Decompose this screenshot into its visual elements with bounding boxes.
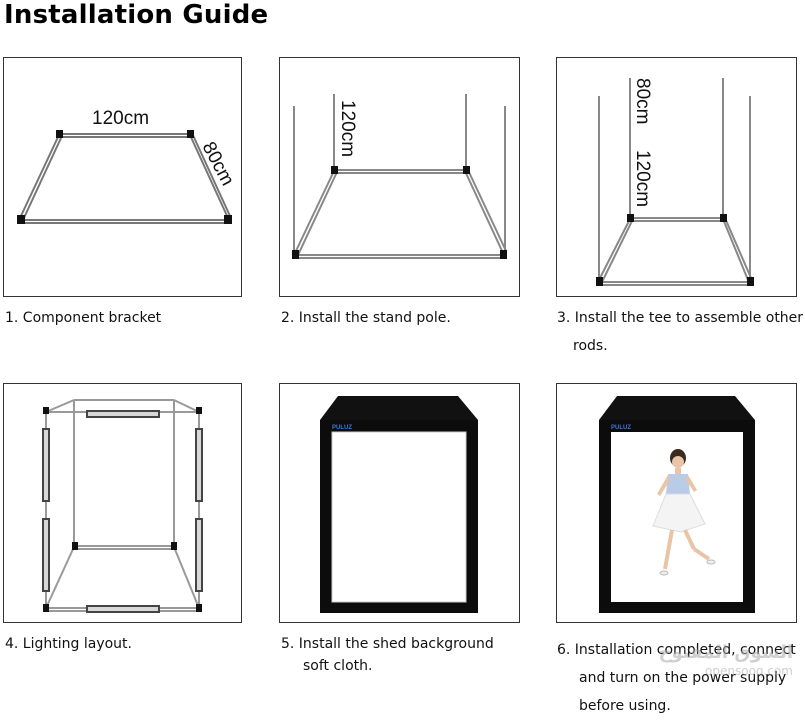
watermark-arabic: السوق المفتوح (658, 642, 793, 663)
step-2-caption: 2. Install the stand pole. (281, 304, 451, 332)
dim-lower-label: 120cm (632, 150, 653, 207)
step-5-illustration: PULUZ (279, 383, 520, 623)
stand-pole-diagram: 120cm (292, 94, 507, 259)
step-4-caption: 4. Lighting layout. (5, 630, 132, 658)
step-4-illustration (3, 383, 242, 623)
brand-logo-2: PULUZ (611, 425, 631, 431)
step-5-text: 5. Install the shed background (281, 636, 494, 652)
watermark-latin: opensooq.com (705, 664, 793, 678)
watermark: السوق المفتوح opensooq.com (659, 644, 793, 680)
softbox-cloth-diagram: PULUZ (320, 396, 478, 613)
step-3-illustration: 80cm 120cm (556, 57, 797, 297)
lighting-layout-diagram (42, 399, 203, 613)
step-5-caption: 5. Install the shed background soft clot… (281, 630, 494, 677)
step-1-caption: 1. Component bracket (5, 304, 161, 332)
led-strips (42, 410, 203, 613)
page-title: Installation Guide (4, 0, 269, 30)
step-3-text-line2: rods. (573, 338, 608, 354)
step-6-text-line3: before using. (579, 698, 671, 714)
brand-logo: PULUZ (332, 425, 352, 431)
step-6-text-line2: and turn on the power supply (579, 670, 787, 686)
step-5-text-line2: soft cloth. (303, 658, 373, 674)
completed-softbox-diagram: PULUZ (599, 396, 755, 613)
dim-upper-label: 80cm (632, 78, 653, 124)
step-6-text: 6. Installation completed, connect (557, 642, 796, 658)
model-figure (652, 449, 716, 576)
step-2-illustration: 120cm (279, 57, 520, 297)
step-6-caption: 6. Installation completed, connect and t… (557, 636, 796, 720)
step-3-text: 3. Install the tee to assemble other (557, 310, 804, 326)
dim-width-label: 120cm (92, 108, 149, 129)
tee-assembly-diagram: 80cm 120cm (596, 78, 754, 286)
step-6-illustration: PULUZ (556, 383, 797, 623)
pole-height-label: 120cm (337, 100, 358, 157)
bracket-frame-diagram: 120cm 80cm (17, 108, 238, 224)
step-1-illustration: 120cm 80cm (3, 57, 242, 297)
step-3-caption: 3. Install the tee to assemble other rod… (557, 304, 803, 360)
step-2-text: 2. Install the stand pole. (281, 310, 451, 326)
step-1-text: 1. Component bracket (5, 310, 162, 326)
step-4-text: 4. Lighting layout. (5, 636, 132, 652)
